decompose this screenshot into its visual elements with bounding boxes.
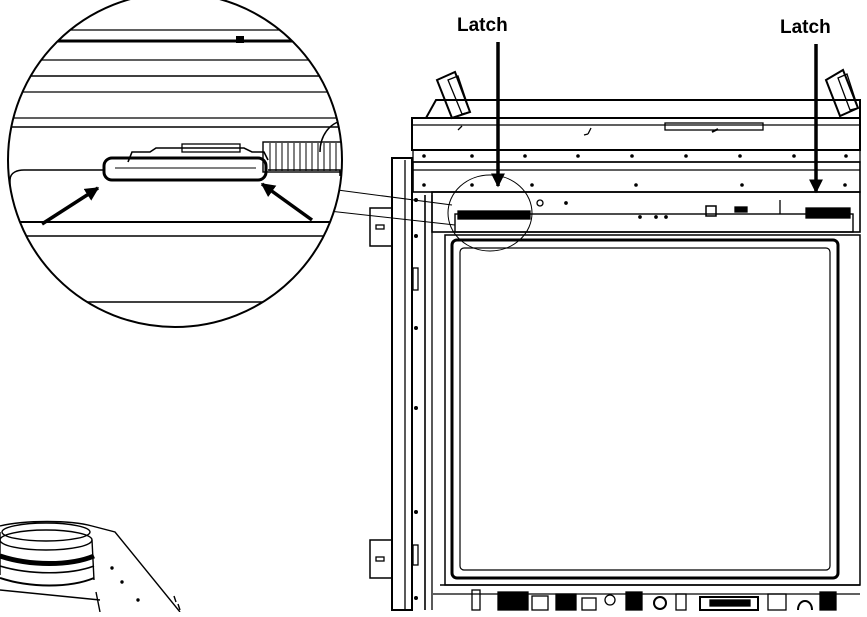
- detail-callout-connector: [319, 174, 533, 252]
- vent-collar: [0, 520, 181, 613]
- latch-label-right: Latch: [780, 17, 831, 38]
- detail-magnifier: [7, 0, 343, 328]
- side-frame-fasteners: [414, 198, 418, 600]
- latch-label-left: Latch: [457, 15, 508, 36]
- side-frame: [369, 157, 433, 611]
- glass-panel: [440, 234, 861, 586]
- bottom-controls: [433, 589, 860, 611]
- top-hood: [411, 68, 861, 193]
- fireplace-unit: [369, 68, 861, 611]
- side-frame-slots: [412, 267, 419, 566]
- detail-arrow-left: [41, 186, 100, 226]
- detail-arrow-right: [260, 182, 314, 222]
- rivet-row-top: [422, 154, 848, 187]
- latch-bar: [431, 191, 861, 233]
